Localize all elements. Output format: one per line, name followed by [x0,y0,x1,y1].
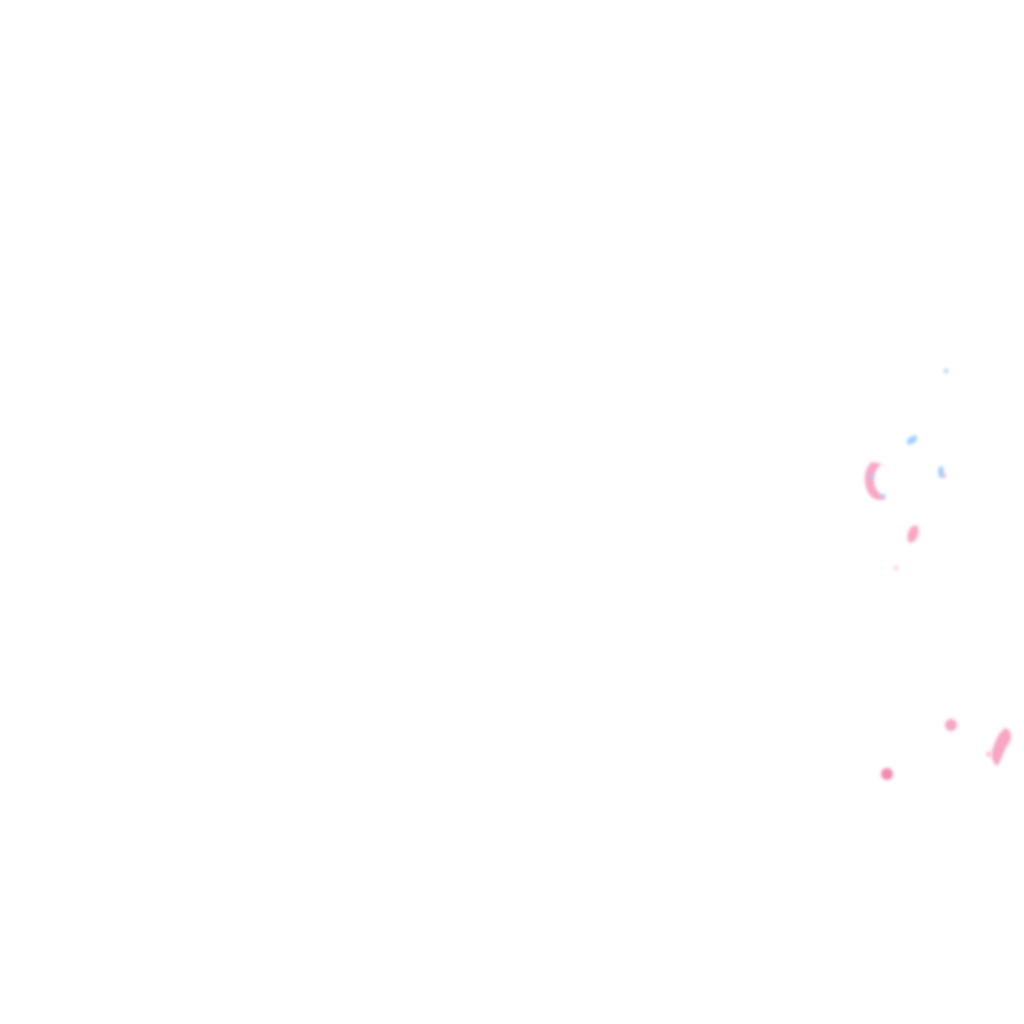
blue-speck [870,474,874,478]
pink-speck [991,728,1011,766]
pink-speck [894,566,898,570]
pink-speck [907,525,919,543]
pink-speck [945,719,957,731]
blue-speck [943,368,949,374]
pink-speck [986,751,992,757]
blue-speck [906,435,918,445]
pink-speck [881,768,893,780]
pink-speck [942,474,946,478]
pink-speck [864,462,887,500]
blue-speck [880,493,886,499]
